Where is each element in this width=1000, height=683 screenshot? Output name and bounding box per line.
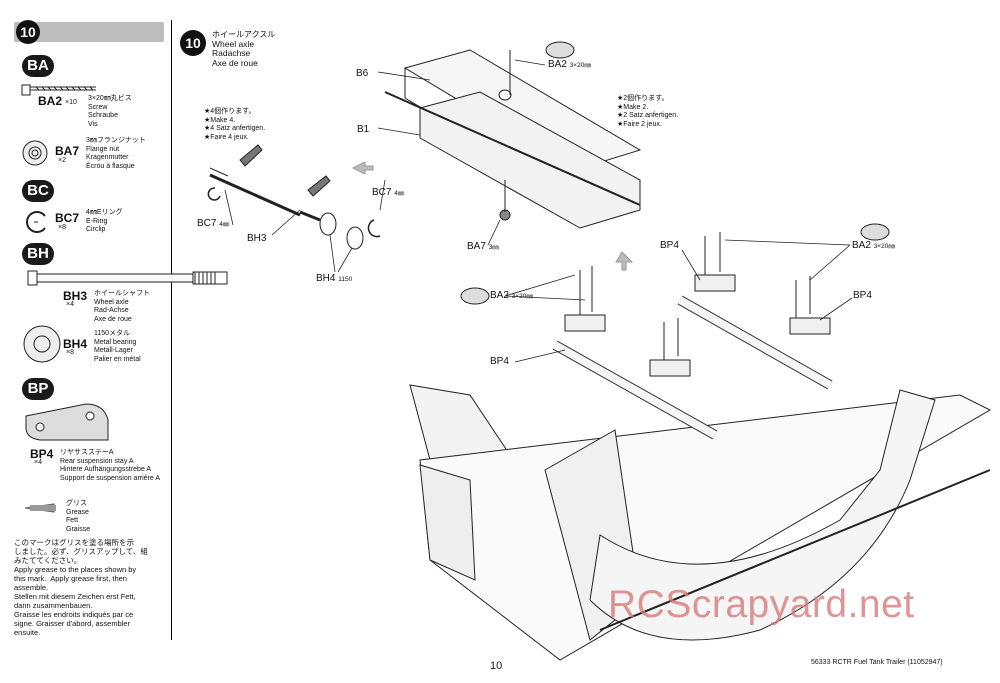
sidebar-step-number: 10 bbox=[16, 20, 40, 44]
category-badge-bp: BP bbox=[22, 378, 54, 400]
part-qty-ba2: ×10 bbox=[65, 99, 77, 106]
part-qty-ba7: ×2 bbox=[58, 157, 66, 164]
label-bh4: BH4 1150 bbox=[316, 273, 353, 284]
part-code-bp4: BP4 bbox=[30, 447, 54, 461]
part-code-bc7: BC7 bbox=[55, 211, 80, 225]
label-bc7-left: BC7 4㎜ bbox=[197, 218, 230, 229]
note-make-2: ★2個作ります。 ★Make 2. ★2 Satz anfertigen. ★F… bbox=[617, 95, 679, 128]
part-desc-ba2: 3×20㎜丸ビス Screw Schraube Vis bbox=[88, 95, 132, 128]
b6-b1-assembly bbox=[384, 41, 642, 229]
bh4-metal-bearing-icon bbox=[23, 325, 61, 363]
grease-icon bbox=[24, 503, 56, 513]
label-bp4-left: BP4 bbox=[490, 356, 509, 367]
part-qty-bh4: ×8 bbox=[66, 349, 74, 356]
bp4-stay-icon bbox=[25, 403, 109, 441]
part-code-ba7: BA7 bbox=[55, 144, 80, 158]
grease-instructions: このマークはグリスを塗る場所を示 しました。必ず、グリスアップして、組 みたてて… bbox=[14, 538, 148, 637]
part-qty-bh3: ×4 bbox=[66, 301, 74, 308]
part-qty-bc7: ×8 bbox=[58, 224, 66, 231]
label-ba7: BA7 3㎜ bbox=[467, 241, 499, 252]
watermark: RCScrapyard.net bbox=[608, 583, 915, 626]
label-ba2-right: BA2 3×20㎜ bbox=[852, 240, 895, 251]
bh3-wheel-axle-icon bbox=[27, 270, 228, 286]
part-code-bh3: BH3 bbox=[63, 289, 88, 303]
main-step-number: 10 bbox=[180, 30, 206, 56]
label-bc7-right: BC7 4㎜ bbox=[372, 187, 405, 198]
part-desc-bc7: 4㎜Eリング E-Ring Circlip bbox=[86, 209, 123, 234]
part-code-bh4: BH4 bbox=[63, 337, 88, 351]
trailer-chassis bbox=[224, 59, 992, 661]
label-bh3: BH3 bbox=[247, 233, 267, 244]
category-badge-bh: BH bbox=[22, 243, 54, 265]
title-de: Radachse bbox=[212, 48, 251, 58]
part-desc-bp4: リヤサスステーA Rear suspension stay A Hintere … bbox=[60, 449, 161, 482]
part-qty-bp4: ×4 bbox=[34, 459, 42, 466]
part-desc-bh4: 1150メタル Metal bearing Metall-Lager Palie… bbox=[94, 330, 141, 363]
part-desc-ba7: 3㎜フランジナット Flange nut Kragenmutter Écrou … bbox=[86, 137, 146, 170]
label-ba2-top: BA2 3×20㎜ bbox=[548, 59, 591, 70]
divider bbox=[171, 20, 172, 640]
note-make-4: ★4個作ります。 ★Make 4. ★4 Satz anfertigen. ★F… bbox=[204, 108, 266, 141]
title-en: Wheel axle bbox=[212, 38, 255, 49]
sidebar-step-bar bbox=[14, 22, 164, 42]
title-jp: ホイールアクスル bbox=[212, 30, 276, 39]
page-number: 10 bbox=[490, 660, 503, 672]
part-desc-bh3: ホイールシャフト Wheel axle Rad-Achse Axe de rou… bbox=[94, 290, 150, 323]
category-badge-bc: BC bbox=[22, 180, 54, 202]
axle-subassembly bbox=[207, 144, 381, 250]
title-fr: Axe de roue bbox=[212, 57, 258, 68]
label-bp4-top: BP4 bbox=[660, 240, 679, 251]
label-bp4-right: BP4 bbox=[853, 290, 872, 301]
step-title: ホイールアクスル Wheel axle Radachse Axe de roue bbox=[212, 30, 275, 68]
part-code-ba2: BA2 bbox=[38, 94, 63, 108]
label-b6: B6 bbox=[356, 68, 369, 79]
label-b1: B1 bbox=[357, 124, 370, 135]
ba2-screw-icon bbox=[21, 84, 96, 96]
ba7-flange-nut-icon bbox=[22, 140, 48, 166]
footer-product: 56333 RCTR Fuel Tank Trailer (11052947) bbox=[811, 659, 943, 666]
grease-label: グリス Grease Fett Graisse bbox=[66, 500, 91, 533]
category-badge-ba: BA bbox=[22, 55, 54, 77]
bc7-e-ring-icon bbox=[26, 211, 46, 233]
